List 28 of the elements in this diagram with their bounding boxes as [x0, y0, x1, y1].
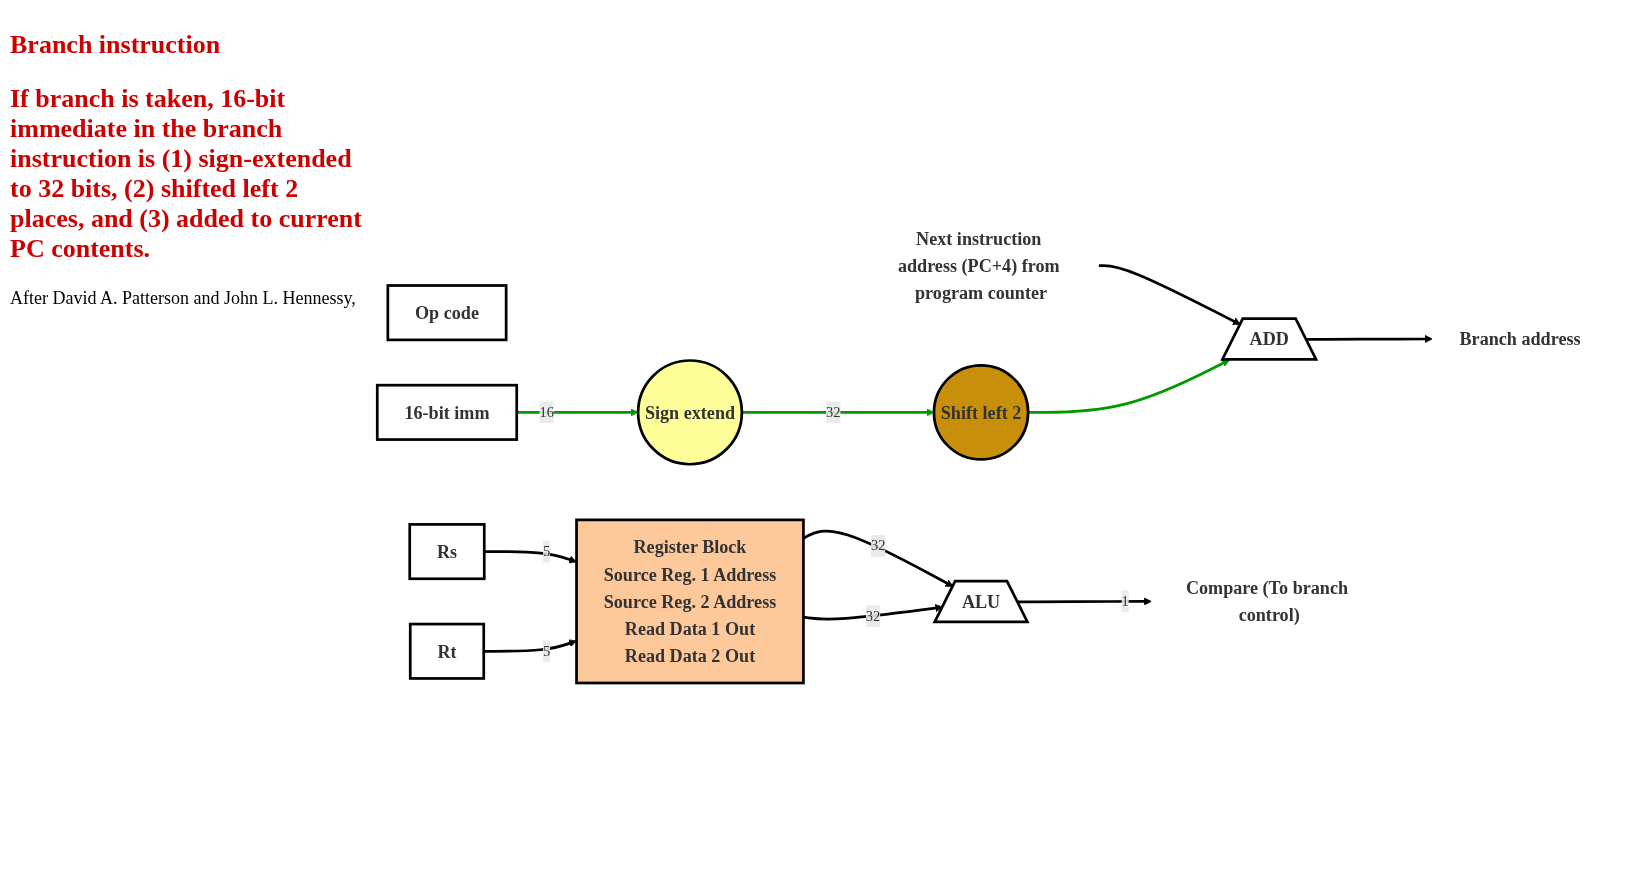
- node-box: Rs: [408, 523, 486, 581]
- edge-label: 32: [865, 608, 881, 624]
- source-note: After David A. Patterson and John L. Hennessy,: [10, 288, 357, 309]
- edge-label: 1: [1121, 593, 1129, 610]
- node-box: 16-bit imm: [375, 384, 519, 442]
- arrow: [483, 639, 577, 653]
- arrow: [516, 408, 639, 417]
- node-text: Compare (To branch control): [1185, 578, 1349, 626]
- edge-label: 16: [539, 404, 554, 420]
- edge-label: 32: [826, 404, 841, 420]
- node-box: Op code: [386, 284, 508, 342]
- arrow: [1028, 359, 1230, 415]
- node-text: Branch address: [1459, 329, 1581, 350]
- node-text: Next instruction address (PC+4) from program counter: [897, 228, 1060, 304]
- arrow: [741, 408, 935, 417]
- node-circle: Shift left 2: [932, 364, 1030, 462]
- arrow: [1098, 264, 1241, 326]
- edge-label: 5: [543, 543, 551, 560]
- edge-label: 32: [870, 538, 886, 554]
- node-box: Rt: [408, 623, 486, 681]
- arrow: [484, 550, 577, 564]
- node-circle: Sign extend: [636, 359, 744, 466]
- arrow: [1017, 597, 1152, 606]
- heading-label: Branch instruction: [10, 30, 222, 60]
- note-text: If branch is taken, 16-bit immediate in the branch instruction is (1) sign-extended to 32 bits, (2) shifted left 2 places, and (3) added to current PC contents.: [10, 84, 363, 264]
- arrow: [1306, 335, 1433, 344]
- node-box: Register Block Source Reg. 1 Address Source Reg. 2 Address Read Data 1 Out Read Data 2 Out: [575, 518, 805, 685]
- edge-label: 5: [543, 643, 551, 659]
